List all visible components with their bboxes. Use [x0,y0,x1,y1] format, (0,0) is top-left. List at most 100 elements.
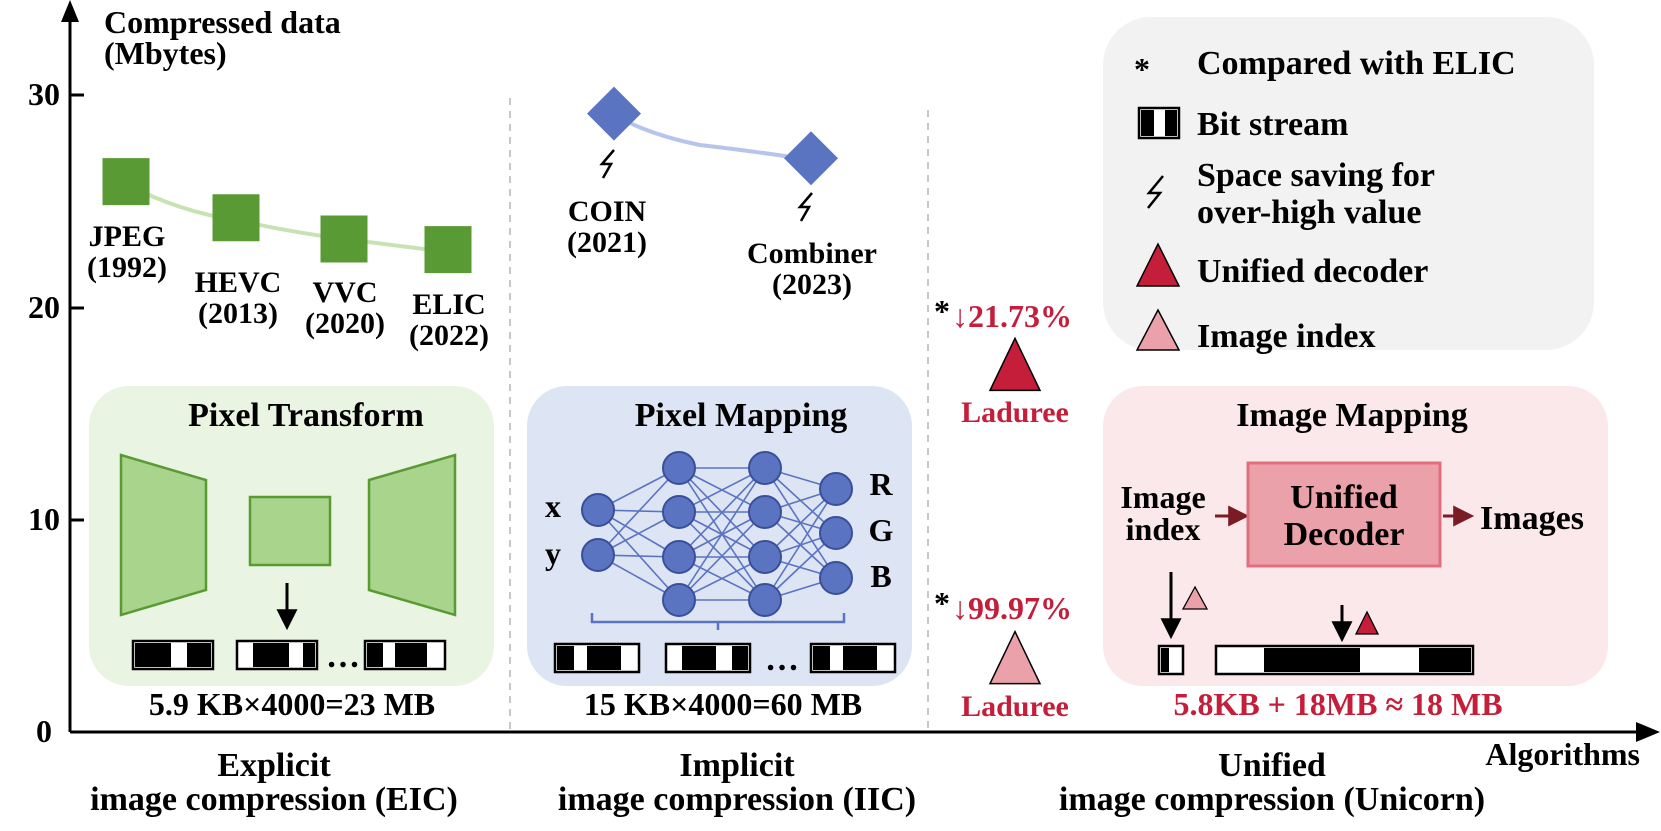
legend-image-index: Image index [1197,318,1376,355]
nn-node [662,451,696,485]
image-index-triangle [988,629,1042,685]
bitstream-icon [664,642,752,674]
nn-node [819,472,853,506]
iic-data-points [587,86,838,186]
ellipsis: … [326,638,360,675]
unified-decoder-triangle [988,336,1042,392]
star-annotation-1: * [934,293,950,329]
latent-box [248,495,332,567]
nn-input-x: x [545,488,561,524]
y-axis-title-line2: (Mbytes) [104,35,227,71]
unified-decoder-triangle-icon [1135,242,1181,287]
neural-network-nodes [581,451,853,617]
laduree-label-2: Laduree [961,690,1069,723]
legend-star-icon: * [1134,51,1150,87]
nn-edge [597,467,680,556]
y-tick-label-0: 0 [36,713,52,749]
unified-decoder-box-line1: Unified [1290,479,1398,516]
nn-node [819,561,853,595]
unified-decoder-triangle-icon [1354,610,1380,635]
iic-trend-line [613,113,812,162]
nn-node [581,538,615,572]
x-axis-title: Algorithms [1485,736,1640,772]
eic-square-hevc [212,194,260,242]
eic-trend-line [125,182,449,254]
legend-compared: Compared with ELIC [1197,45,1516,82]
nn-node [662,540,696,574]
drop-annotation-2: ↓99.97% [952,590,1072,626]
lightning-icon [797,192,813,222]
drop-annotation-1: ↓21.73% [952,298,1072,334]
nn-node [748,451,782,485]
y-tick-label-20: 20 [28,289,60,325]
y-axis-title-line1: Compressed data [104,4,341,40]
unified-decoder-box [1246,461,1442,568]
bitstream-icon [235,639,319,671]
eic-data-points [102,158,472,274]
image-index-triangle-icon [1181,585,1209,610]
images-output: Images [1480,500,1584,537]
legend-panel [1103,17,1594,350]
pixel-transform-title: Pixel Transform [188,397,424,434]
eic-label-jpeg: JPEG [89,220,166,253]
legend-bitstream: Bit stream [1197,106,1348,143]
ellipsis: … [765,641,799,678]
y-axis-arrowhead [61,0,79,22]
iic-label-coin-year: (2021) [567,226,647,259]
eic-square-vvc [320,215,368,263]
nn-edge [678,467,766,558]
nn-node [748,540,782,574]
category-uni-line1: Unified [1218,747,1326,784]
category-eic-line2: image compression (EIC) [90,781,458,818]
bitstream-icon [809,642,897,674]
star-annotation-2: * [934,585,950,621]
eic-label-hevc-year: (2013) [198,297,278,330]
nn-output-r: R [869,466,893,502]
image-index-triangle-icon [1135,308,1181,351]
legend-space-line2: over-high value [1197,194,1421,231]
eic-label-elic-year: (2022) [409,319,489,352]
eic-label-elic: ELIC [412,288,485,321]
category-uni-line2: image compression (Unicorn) [1059,781,1485,818]
y-tick-label-30: 30 [28,76,60,112]
nn-node [662,583,696,617]
nn-output-g: G [869,512,894,548]
category-iic-line2: image compression (IIC) [558,781,916,818]
pixel-mapping-formula: 15 KB×4000=60 MB [584,686,862,722]
y-tick-label-10: 10 [28,501,60,537]
pixel-mapping-title: Pixel Mapping [635,397,848,434]
category-iic-line1: Implicit [679,747,795,784]
bitstream-icon [1137,106,1181,140]
legend-unified-decoder: Unified decoder [1197,253,1428,290]
legend: * Compared with ELIC Bit stream Space sa… [1134,45,1516,355]
eic-label-vvc: VVC [313,276,378,309]
x-axis-arrowhead [1636,722,1660,742]
nn-edge [764,488,837,601]
nn-node [662,495,696,529]
iic-label-coin: COIN [568,195,647,228]
nn-node [748,583,782,617]
bitstream-icon [131,639,215,671]
nn-node [748,495,782,529]
bitstream-icon [1157,644,1185,676]
encoder-trapezoid [119,453,208,617]
iic-label-combiner-year: (2023) [772,268,852,301]
iic-label-combiner: Combiner [747,237,877,270]
bitstream-icon [553,642,641,674]
y-ticks [70,93,84,522]
image-mapping-formula: 5.8KB + 18MB ≈ 18 MB [1173,686,1502,722]
unified-decoder-box-line2: Decoder [1284,516,1405,553]
eic-label-jpeg-year: (1992) [87,251,167,284]
lightning-icon [1146,175,1164,209]
decoder-trapezoid [367,453,457,617]
unicorn-data-points [988,336,1042,685]
nn-edge [678,511,766,601]
nn-node [581,493,615,527]
image-index-input-line1: Image [1120,479,1205,515]
nn-edge [597,509,680,601]
nn-node [819,516,853,550]
legend-space-line1: Space saving for [1197,157,1435,194]
eic-label-vvc-year: (2020) [305,307,385,340]
bitstream-icon [1214,644,1475,676]
